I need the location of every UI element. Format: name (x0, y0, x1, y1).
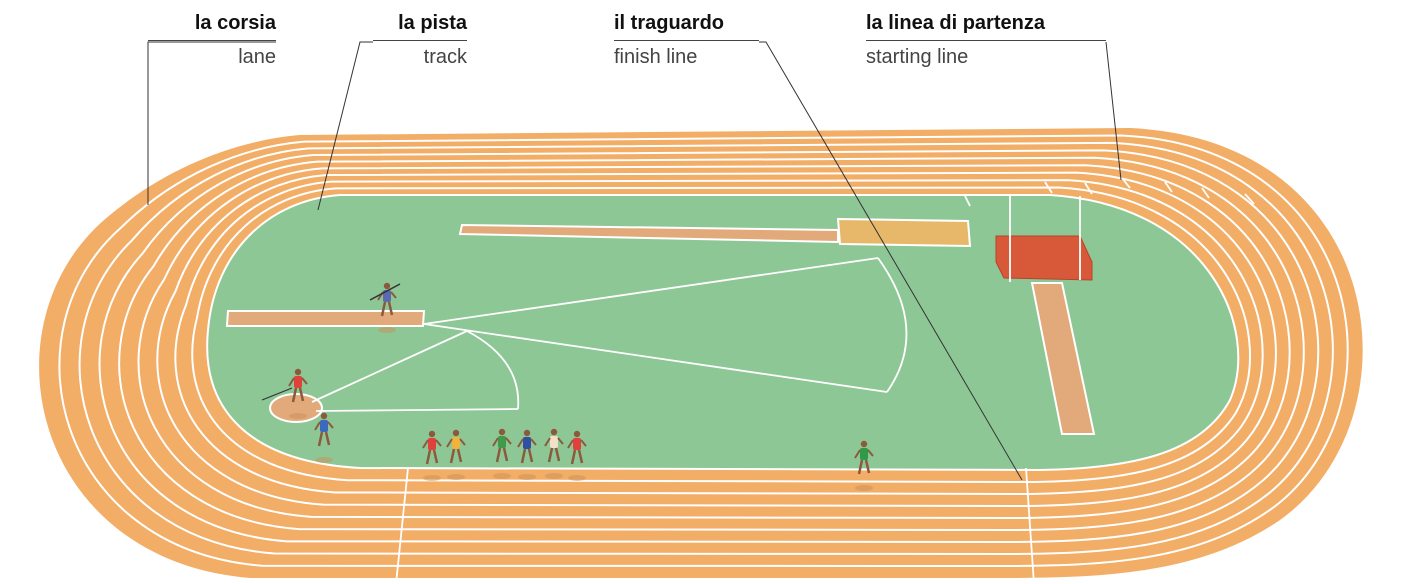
runner-3 (492, 428, 512, 479)
lane-line (118, 156, 1305, 532)
javelin-sector-right (423, 323, 888, 393)
hammer-sector-upper (311, 330, 468, 403)
leader-track (317, 41, 373, 211)
athletes (261, 282, 874, 491)
leader-finish-line (759, 41, 1023, 481)
javelin-sector-left (423, 257, 879, 325)
label-starting-line-english: starting line (866, 46, 969, 68)
runner-2 (446, 429, 466, 480)
runner-6 (567, 430, 587, 481)
long-jump-runway (458, 223, 839, 244)
label-track-english: track (423, 46, 467, 68)
runner-7 (854, 440, 874, 491)
javelin-sector-arc (877, 257, 908, 393)
starting-line-tick (1164, 181, 1173, 193)
start-line-mark-1 (395, 467, 409, 584)
label-lane-italian: la corsia (148, 11, 276, 41)
label-track-italian: la pista (373, 11, 467, 41)
walker (314, 412, 334, 463)
label-lane: la corsia lane (148, 11, 276, 69)
label-starting-line: la linea di partenza starting line (866, 11, 1106, 69)
starting-line-tick (1044, 181, 1053, 194)
label-track: la pista track (373, 11, 467, 69)
hammer (261, 387, 293, 401)
infield (206, 194, 1240, 472)
high-jump-runway (1030, 282, 1096, 435)
runner-1 (422, 430, 442, 481)
javelin-thrower (377, 282, 397, 333)
hammer-sector-arc (466, 330, 520, 410)
hammer-sector-lower (315, 408, 519, 412)
finish-line-mark (1025, 467, 1035, 584)
hammer-thrower (288, 368, 308, 419)
starting-line-tick (1244, 193, 1255, 205)
runner-4 (517, 429, 537, 480)
lane-line (191, 186, 1251, 484)
lane-line (58, 134, 1349, 568)
leader-lines (147, 41, 1122, 481)
label-lane-english: lane (238, 46, 276, 68)
starting-line-tick (1201, 187, 1210, 199)
leader-lane (147, 41, 276, 205)
lane-line (137, 164, 1291, 520)
runner-5 (544, 428, 564, 479)
starting-line-tick (1121, 177, 1131, 189)
label-finish-line: il traguardo finish line (614, 11, 759, 69)
lane-line (156, 171, 1277, 508)
long-jump-pit (836, 217, 972, 248)
label-finish-line-english: finish line (614, 46, 698, 68)
starting-line-tick (1084, 182, 1093, 195)
lane-line (78, 141, 1334, 556)
label-finish-line-italian: il traguardo (614, 11, 759, 41)
hammer-circle (269, 393, 323, 423)
starting-line-tick (964, 195, 971, 207)
javelin-runway (225, 310, 426, 327)
lane-line (174, 179, 1264, 496)
field-lines (311, 177, 1255, 584)
leader-starting-line (1105, 41, 1122, 181)
label-starting-line-italian: la linea di partenza (866, 11, 1106, 41)
javelin (369, 283, 401, 301)
